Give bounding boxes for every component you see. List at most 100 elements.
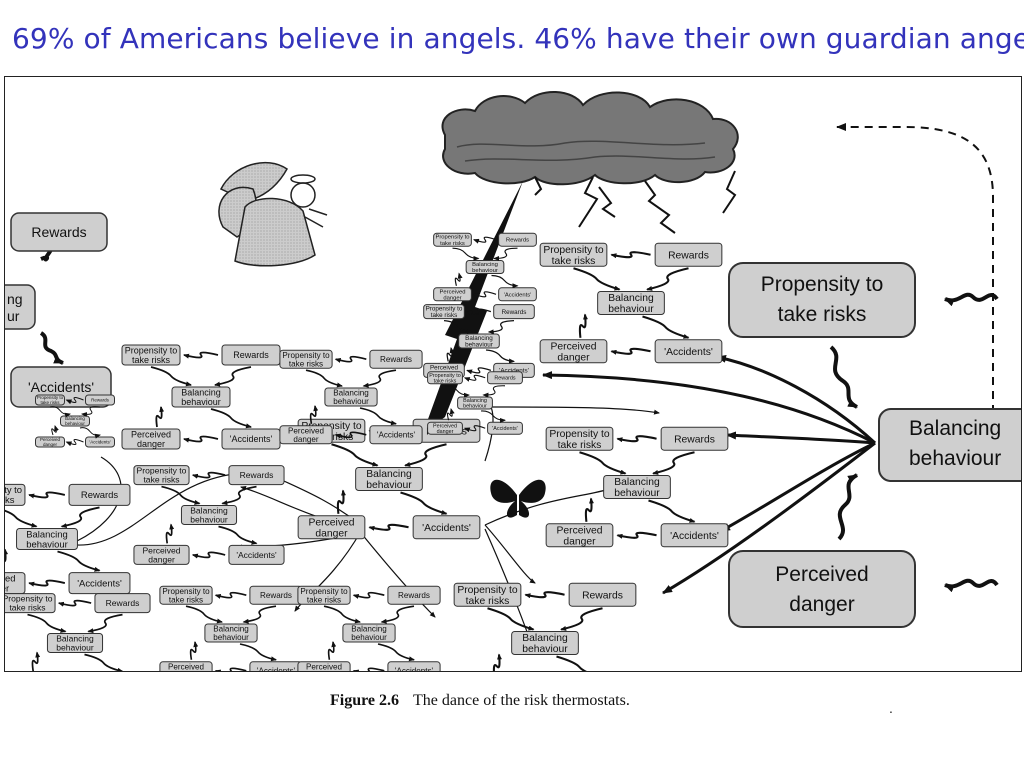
propensity-label: take risks xyxy=(143,475,179,485)
wavy-arrow-icon xyxy=(84,653,124,671)
propensity-node xyxy=(279,349,333,369)
large-balancing-node xyxy=(878,408,1021,482)
propensity-label: take risks xyxy=(307,595,341,604)
danger-node xyxy=(297,515,366,540)
large-propensity-line2: take risks xyxy=(778,303,867,326)
wavy-arrow-icon xyxy=(191,551,226,559)
balancing-label: Balancing xyxy=(614,477,660,488)
rewards-label: Rewards xyxy=(582,590,623,601)
wavy-arrow-icon xyxy=(446,347,455,362)
propensity-node xyxy=(423,304,465,320)
danger-label: Perceived xyxy=(40,437,61,442)
wavy-arrow-icon xyxy=(485,349,515,364)
propensity-label: Propensity to xyxy=(300,587,348,596)
propensity-label: take risks xyxy=(434,379,457,385)
propensity-label: Propensity to xyxy=(37,395,64,400)
wavy-arrow-icon xyxy=(331,443,379,467)
balancing-label: behaviour xyxy=(65,421,85,426)
balancing-node xyxy=(465,260,505,274)
rewards-label: Rewards xyxy=(506,238,529,244)
wavy-arrow-icon xyxy=(648,499,696,523)
rewards-node xyxy=(498,232,537,247)
accidents-node xyxy=(660,523,729,548)
danger-node xyxy=(5,572,26,595)
danger-node xyxy=(297,661,351,671)
wavy-arrow-icon xyxy=(221,485,257,506)
large-propensity-line1: Propensity to xyxy=(761,273,884,296)
balancing-node xyxy=(324,387,378,407)
accidents-label: 'Accidents' xyxy=(377,431,416,440)
wavy-arrow-icon xyxy=(482,385,506,398)
balancing-label: behaviour xyxy=(608,304,654,315)
balancing-label: Balancing xyxy=(522,633,568,644)
wavy-arrow-icon xyxy=(492,653,502,671)
accidents-label: 'Accidents' xyxy=(492,426,517,432)
accidents-node xyxy=(228,544,285,565)
balancing-label: behaviour xyxy=(333,397,369,406)
rewards-label: Rewards xyxy=(260,591,292,600)
storm-cloud-icon xyxy=(441,90,739,186)
propensity-label: Propensity to xyxy=(426,305,463,312)
wavy-arrow-icon xyxy=(31,651,41,671)
rewards-node xyxy=(487,371,523,385)
wavy-arrow-icon xyxy=(336,489,346,514)
balancing-label: Balancing xyxy=(472,262,498,268)
propensity-node xyxy=(159,585,213,605)
accidents-node xyxy=(369,425,423,445)
rewards-label: Rewards xyxy=(398,591,430,600)
propensity-node xyxy=(453,582,522,607)
danger-label: danger xyxy=(293,435,319,444)
propensity-node xyxy=(35,394,65,406)
danger-label: Perceived xyxy=(142,545,180,555)
balancing-label: behaviour xyxy=(463,404,487,410)
large-danger-node xyxy=(728,550,916,628)
accidents-label: 'Accidents' xyxy=(504,292,532,298)
rewards-label: Rewards xyxy=(240,470,274,480)
wavy-arrow-icon xyxy=(463,374,486,382)
propensity-label: Propensity to xyxy=(162,587,210,596)
wavy-arrow-icon xyxy=(191,471,226,479)
balancing-label: Balancing xyxy=(351,625,387,634)
balancing-label: behaviour xyxy=(26,539,67,550)
left-rewards-label: Rewards xyxy=(31,224,86,240)
wavy-arrow-icon xyxy=(242,605,277,624)
danger-label: Perceived xyxy=(551,341,597,352)
rewards-node xyxy=(493,304,535,320)
wavy-arrow-icon xyxy=(473,236,497,244)
left-rewards-node xyxy=(10,212,108,252)
wavy-arrow-icon xyxy=(652,451,695,475)
propensity-node xyxy=(133,465,190,486)
propensity-node xyxy=(297,585,351,605)
wavy-arrow-icon xyxy=(579,451,627,475)
balancing-node xyxy=(511,631,579,655)
balancing-label: Balancing xyxy=(190,506,228,516)
large-danger-line1: Perceived xyxy=(775,563,868,586)
balancing-label: Balancing xyxy=(608,293,654,304)
wavy-arrow-icon xyxy=(480,410,506,423)
danger-label: danger xyxy=(315,528,348,539)
propensity-label: take risks xyxy=(40,400,60,405)
danger-label: danger xyxy=(437,429,454,435)
wavy-arrow-icon xyxy=(454,272,463,286)
propensity-label: take risks xyxy=(440,241,465,247)
wavy-arrow-icon xyxy=(404,443,447,467)
wavy-arrow-icon xyxy=(183,435,219,443)
wavy-arrow-icon xyxy=(646,267,689,291)
propensity-label: take risks xyxy=(169,595,203,604)
rewards-node xyxy=(228,465,285,486)
wavy-arrow-icon xyxy=(87,613,123,634)
balancing-node xyxy=(204,623,258,643)
wavy-arrow-icon xyxy=(610,347,651,355)
rewards-label: Rewards xyxy=(91,398,110,403)
balancing-node xyxy=(355,467,423,491)
rewards-node xyxy=(94,593,151,614)
wavy-arrow-icon xyxy=(81,406,101,418)
propensity-label: take risks xyxy=(466,596,510,607)
balancing-label: behaviour xyxy=(614,488,660,499)
propensity-node xyxy=(539,242,608,267)
wavy-arrow-icon xyxy=(466,367,492,375)
balancing-node xyxy=(16,528,78,550)
wavy-arrow-icon xyxy=(642,315,690,339)
